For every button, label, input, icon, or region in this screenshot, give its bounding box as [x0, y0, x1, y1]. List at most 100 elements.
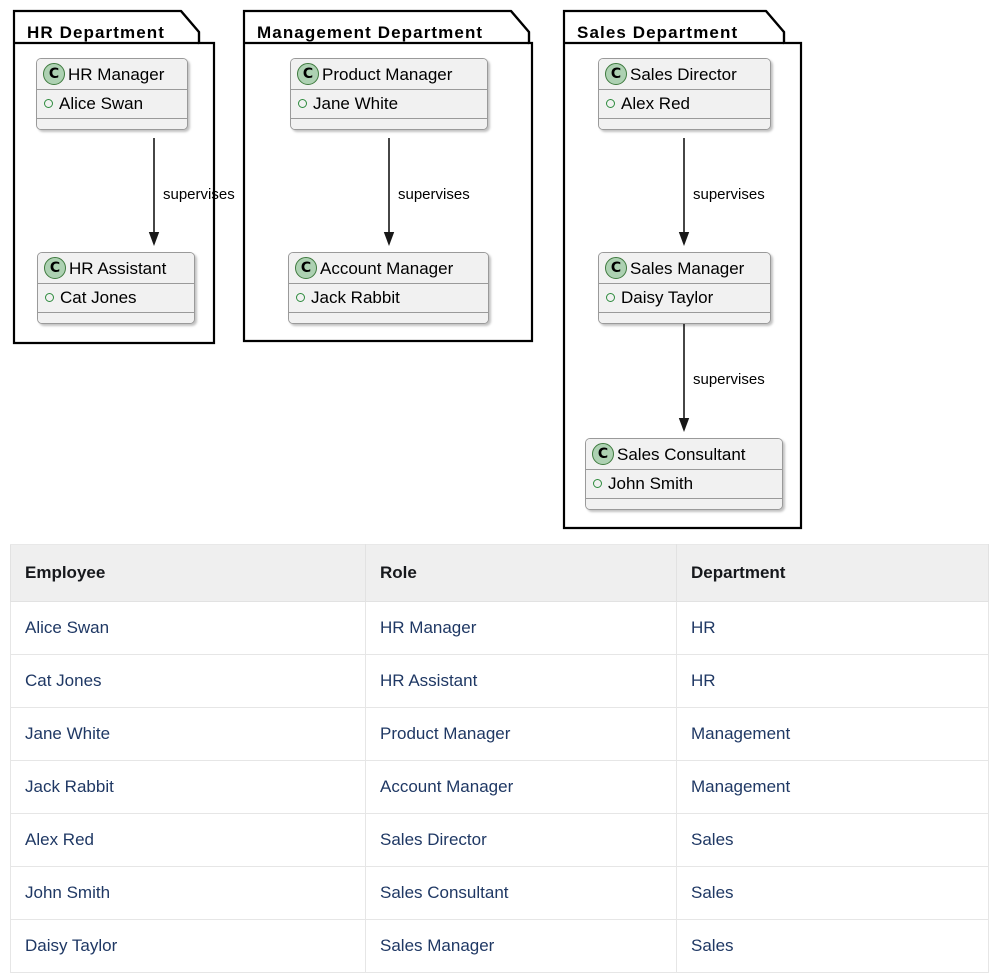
- class-header: C Sales Consultant: [586, 439, 782, 470]
- class-sales-manager[interactable]: C Sales Manager Daisy Taylor: [598, 252, 771, 324]
- column-header-role[interactable]: Role: [365, 544, 677, 602]
- member-visibility-icon: [606, 99, 615, 108]
- class-hr-manager[interactable]: C HR Manager Alice Swan: [36, 58, 188, 130]
- class-methods-compartment: [599, 313, 770, 323]
- class-member-row: Daisy Taylor: [599, 284, 770, 313]
- cell-employee: Cat Jones: [10, 654, 366, 708]
- relation-label-supervises: supervises: [693, 186, 765, 203]
- member-visibility-icon: [606, 293, 615, 302]
- class-name: HR Manager: [68, 64, 165, 84]
- package-title: HR Department: [27, 23, 166, 42]
- class-stereotype-icon: C: [295, 257, 317, 279]
- column-header-employee[interactable]: Employee: [10, 544, 366, 602]
- class-methods-compartment: [291, 119, 487, 129]
- table-header: Employee Role Department: [10, 544, 989, 602]
- class-name: Sales Consultant: [617, 444, 746, 464]
- member-visibility-icon: [296, 293, 305, 302]
- class-header: C Account Manager: [289, 253, 488, 284]
- class-header: C Sales Manager: [599, 253, 770, 284]
- cell-department: Management: [676, 760, 989, 814]
- cell-role: Account Manager: [365, 760, 677, 814]
- class-methods-compartment: [599, 119, 770, 129]
- class-member-row: Alice Swan: [37, 90, 187, 119]
- class-member-row: Alex Red: [599, 90, 770, 119]
- relation-arrow-supervises: [678, 324, 690, 432]
- class-member-row: Cat Jones: [38, 284, 194, 313]
- package-hr-department: HR Department C HR Manager Alice Swan su…: [12, 9, 235, 345]
- class-account-manager[interactable]: C Account Manager Jack Rabbit: [288, 252, 489, 324]
- class-header: C HR Manager: [37, 59, 187, 90]
- uml-class-diagram: HR Department C HR Manager Alice Swan su…: [12, 9, 803, 530]
- class-name: Sales Director: [630, 64, 737, 84]
- cell-role: Sales Consultant: [365, 866, 677, 920]
- class-name: Account Manager: [320, 258, 454, 278]
- package-title: Management Department: [257, 23, 484, 42]
- member-name: Cat Jones: [60, 288, 137, 307]
- member-visibility-icon: [44, 99, 53, 108]
- class-hr-assistant[interactable]: C HR Assistant Cat Jones: [37, 252, 195, 324]
- class-stereotype-icon: C: [44, 257, 66, 279]
- class-stereotype-letter: C: [597, 446, 609, 462]
- cell-role: Product Manager: [365, 707, 677, 761]
- column-header-department[interactable]: Department: [676, 544, 989, 602]
- class-methods-compartment: [38, 313, 194, 323]
- relation-label-supervises: supervises: [693, 371, 765, 388]
- cell-department: Management: [676, 707, 989, 761]
- class-stereotype-letter: C: [300, 260, 312, 276]
- cell-role: HR Manager: [365, 601, 677, 655]
- class-product-manager[interactable]: C Product Manager Jane White: [290, 58, 488, 130]
- member-visibility-icon: [298, 99, 307, 108]
- class-stereotype-letter: C: [48, 66, 60, 82]
- class-sales-director[interactable]: C Sales Director Alex Red: [598, 58, 771, 130]
- cell-role: HR Assistant: [365, 654, 677, 708]
- class-stereotype-letter: C: [610, 260, 622, 276]
- cell-department: Sales: [676, 813, 989, 867]
- cell-department: Sales: [676, 866, 989, 920]
- table-header-row: Employee Role Department: [10, 544, 989, 602]
- class-stereotype-letter: C: [302, 66, 314, 82]
- member-name: Jane White: [313, 94, 399, 113]
- cell-employee: Jane White: [10, 707, 366, 761]
- cell-employee: Alex Red: [10, 813, 366, 867]
- member-name: Alice Swan: [59, 94, 144, 113]
- relation-arrow-supervises: [148, 138, 160, 246]
- relation-arrow-supervises: [678, 138, 690, 246]
- class-name: HR Assistant: [69, 258, 167, 278]
- class-stereotype-letter: C: [49, 260, 61, 276]
- package-management-department: Management Department C Product Manager …: [242, 9, 534, 343]
- class-stereotype-icon: C: [297, 63, 319, 85]
- cell-department: HR: [676, 601, 989, 655]
- package-sales-department: Sales Department C Sales Director Alex R…: [562, 9, 803, 530]
- member-visibility-icon: [593, 479, 602, 488]
- class-stereotype-letter: C: [610, 66, 622, 82]
- class-methods-compartment: [37, 119, 187, 129]
- cell-employee: John Smith: [10, 866, 366, 920]
- class-member-row: Jack Rabbit: [289, 284, 488, 313]
- package-title: Sales Department: [577, 23, 739, 42]
- class-name: Product Manager: [322, 64, 453, 84]
- cell-role: Sales Director: [365, 813, 677, 867]
- class-stereotype-icon: C: [605, 257, 627, 279]
- member-name: Jack Rabbit: [311, 288, 400, 307]
- class-stereotype-icon: C: [592, 443, 614, 465]
- member-name: John Smith: [608, 474, 694, 493]
- cell-department: Sales: [676, 919, 989, 973]
- class-stereotype-icon: C: [43, 63, 65, 85]
- relation-label-supervises: supervises: [163, 186, 235, 203]
- class-methods-compartment: [586, 499, 782, 509]
- cell-role: Sales Manager: [365, 919, 677, 973]
- class-sales-consultant[interactable]: C Sales Consultant John Smith: [585, 438, 783, 510]
- class-member-row: John Smith: [586, 470, 782, 499]
- cell-employee: Daisy Taylor: [10, 919, 366, 973]
- member-name: Daisy Taylor: [621, 288, 714, 307]
- class-header: C Sales Director: [599, 59, 770, 90]
